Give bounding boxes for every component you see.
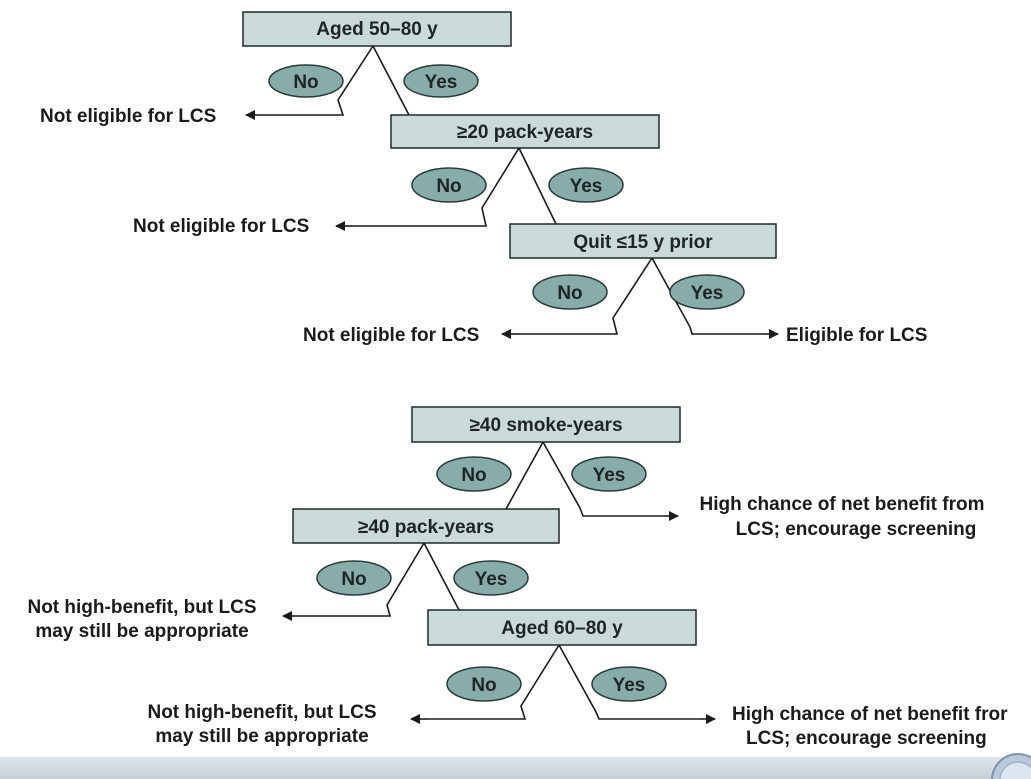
outcome-high-benefit-2-line2: LCS; encourage screening [746,728,987,749]
outcome-not-high-2-line1: Not high-benefit, but LCS [147,702,376,723]
pill-yes-1-label: Yes [425,72,458,93]
flowchart-benefit: ≥40 smoke-years No Yes High chance of ne… [27,406,1008,749]
pill-no-6: No [446,666,522,702]
node-quit-15-y-prior: Quit ≤15 y prior [509,223,777,259]
outcome-high-benefit-2-line1: High chance of net benefit fror [732,704,1008,725]
pill-yes-2-label: Yes [570,176,603,197]
node-aged-60-80: Aged 60–80 y [427,609,697,646]
pill-no-1-label: No [293,72,318,93]
pill-yes-6: Yes [591,666,667,702]
corner-globe-icon [991,753,1031,779]
node-40-smoke-years: ≥40 smoke-years [411,406,681,443]
pill-no-1: No [268,64,344,98]
outcome-eligible: Eligible for LCS [786,325,927,346]
pill-no-2: No [411,167,487,203]
pill-no-5-label: No [341,569,366,590]
outcome-not-eligible-3: Not eligible for LCS [303,325,479,346]
branch-yes-1 [372,45,410,116]
outcome-not-eligible-2: Not eligible for LCS [133,216,309,237]
branch-no-3 [518,257,653,335]
pill-no-3-label: No [557,283,582,304]
pill-yes-5: Yes [453,560,529,596]
branch-yes-6 [558,644,700,720]
branch-no-4 [505,441,544,510]
node-aged-50-80: Aged 50–80 y [242,11,512,47]
pill-no-5: No [316,560,392,596]
node-40-pack-years: ≥40 pack-years [292,508,560,544]
branch-yes-2 [518,147,557,225]
pill-yes-5-label: Yes [475,569,508,590]
node-40-smoke-years-label: ≥40 smoke-years [469,415,622,436]
node-aged-60-80-label: Aged 60–80 y [501,618,623,639]
pill-no-6-label: No [471,675,496,696]
pill-yes-6-label: Yes [613,675,646,696]
outcome-not-high-1-line1: Not high-benefit, but LCS [27,597,256,618]
node-quit-15-y-prior-label: Quit ≤15 y prior [573,232,713,253]
node-40-pack-years-label: ≥40 pack-years [358,517,494,538]
outcome-not-eligible-1: Not eligible for LCS [40,106,216,127]
branch-no-5 [298,542,425,617]
outcome-high-benefit-1-line1: High chance of net benefit from [699,494,984,515]
pill-no-4: No [436,456,512,492]
node-20-pack-years: ≥20 pack-years [390,114,660,149]
pill-yes-4-label: Yes [593,465,626,486]
outcome-not-high-2-line2: may still be appropriate [155,726,368,747]
branch-yes-4 [542,441,664,517]
pill-yes-3-label: Yes [691,283,724,304]
outcome-high-benefit-1-line2: LCS; encourage screening [736,519,977,540]
node-20-pack-years-label: ≥20 pack-years [457,122,593,143]
outcome-not-high-1-line2: may still be appropriate [35,621,248,642]
pill-no-3: No [532,274,608,310]
pill-no-2-label: No [436,176,461,197]
branch-no-2 [352,147,520,227]
bottom-bar [0,757,1031,779]
node-aged-50-80-label: Aged 50–80 y [316,19,438,40]
pill-no-4-label: No [461,465,486,486]
pill-yes-2: Yes [548,167,624,203]
branch-no-1 [258,45,374,116]
branch-no-6 [426,644,560,720]
pill-yes-4: Yes [571,456,647,492]
branch-yes-5 [423,542,460,611]
flowchart-eligibility: Aged 50–80 y No Yes Not eligible for LCS… [40,11,927,346]
pill-yes-3: Yes [669,274,745,310]
pill-yes-1: Yes [403,64,479,98]
